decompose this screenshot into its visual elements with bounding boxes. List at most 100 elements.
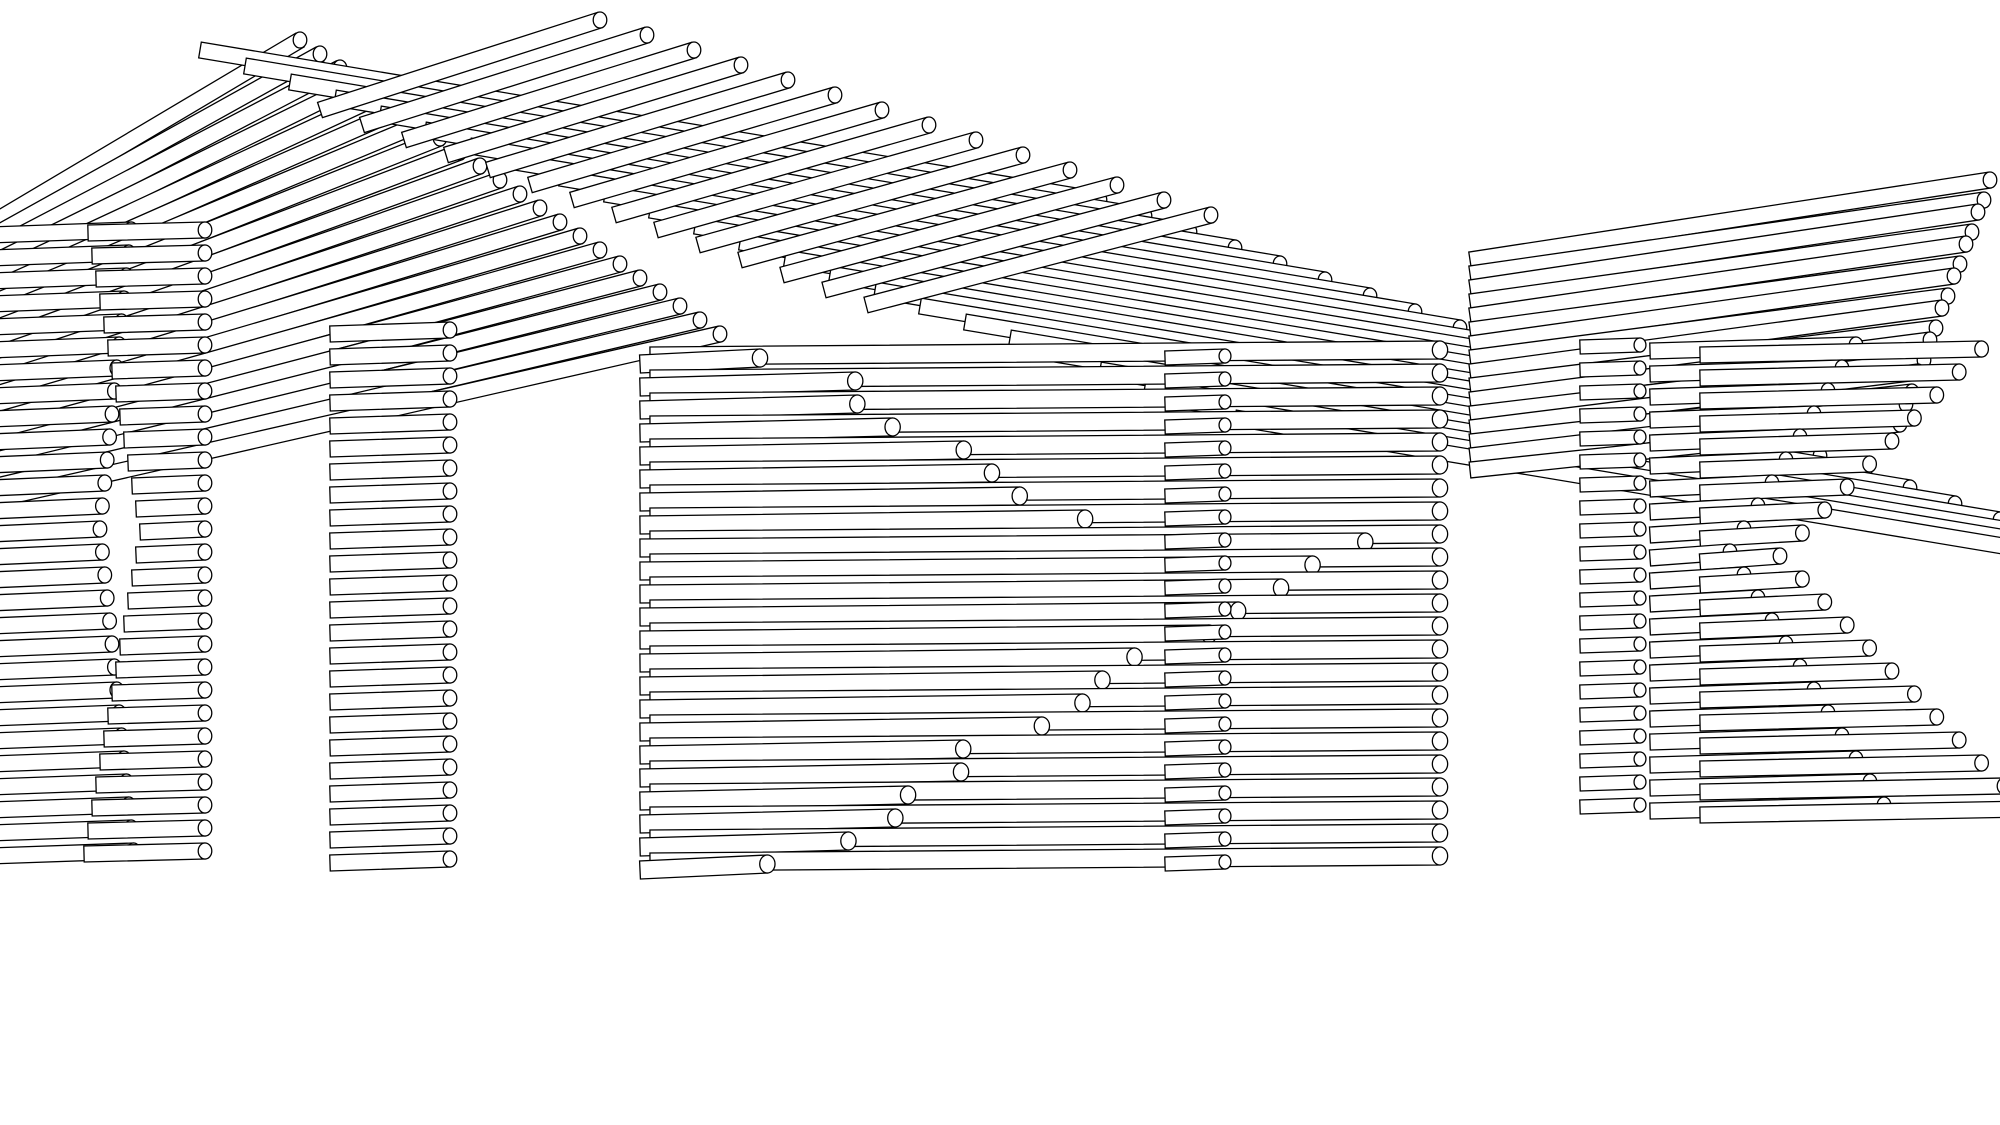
- central-wall-stub: [1164, 348, 1232, 366]
- central-wall-stub: [1164, 693, 1232, 711]
- column-log: [329, 344, 458, 366]
- left-wall-log: [87, 221, 213, 242]
- column-log: [329, 321, 458, 343]
- central-wall-log: [649, 846, 1449, 872]
- left-wall-log: [0, 589, 115, 612]
- left-wall-log: [103, 727, 213, 748]
- central-wall-stub: [1164, 394, 1232, 412]
- right-wall-log: [1699, 363, 1967, 387]
- right-wall-log: [1579, 475, 1647, 493]
- roof-log-left: [0, 241, 608, 429]
- left-wall-log: [0, 543, 110, 566]
- left-wall-log: [103, 313, 213, 334]
- right-wall-log: [1699, 662, 1900, 686]
- right-wall-log: [1699, 731, 1967, 755]
- left-wall-log: [0, 566, 113, 589]
- roof-log-cross: [737, 161, 1078, 269]
- left-wall-log: [111, 681, 213, 702]
- left-wall-log: [127, 451, 213, 472]
- column-log: [329, 666, 458, 688]
- roof-log-left: [0, 31, 308, 229]
- central-wall-stub: [1164, 463, 1232, 481]
- column-log: [329, 850, 458, 872]
- central-wall-stub: [1164, 831, 1232, 849]
- roof-log-right-wing: [1468, 299, 1950, 381]
- roof-log-cross: [316, 11, 608, 119]
- column-log: [329, 413, 458, 435]
- central-wall-stub: [1164, 440, 1232, 458]
- column-log: [329, 758, 458, 780]
- column-log: [329, 827, 458, 849]
- right-wall-log: [1698, 478, 1855, 502]
- right-wall-log: [1579, 682, 1647, 700]
- roof-log-cross: [695, 146, 1031, 254]
- right-wall-log: [1579, 498, 1647, 516]
- roof-log-cross: [484, 71, 796, 179]
- left-wall-log: [130, 474, 213, 495]
- left-wall-log: [138, 520, 213, 541]
- column-log: [329, 643, 458, 665]
- right-wall-log: [1579, 705, 1647, 723]
- left-wall-log: [123, 612, 213, 633]
- roof-log-right-wing: [1468, 235, 1974, 325]
- left-wall-log: [0, 428, 118, 451]
- column-log: [329, 505, 458, 527]
- left-wall-log: [123, 428, 213, 449]
- right-wall-log: [1579, 337, 1647, 355]
- roof-log-right-wing: [1468, 203, 1986, 297]
- roof-log-cross: [821, 191, 1172, 299]
- right-wall-log: [1699, 777, 2000, 801]
- left-wall-log: [83, 842, 213, 863]
- right-wall-log: [1698, 547, 1788, 571]
- left-wall-log: [0, 405, 120, 428]
- column-log: [329, 528, 458, 550]
- roof-log-cross: [526, 86, 843, 194]
- column-log: [329, 436, 458, 458]
- left-wall-log: [99, 750, 213, 771]
- right-wall-log: [1579, 613, 1647, 631]
- left-wall-log: [0, 681, 125, 704]
- column-log: [329, 574, 458, 596]
- right-wall-log: [1579, 728, 1647, 746]
- roof-log-cross: [358, 26, 655, 134]
- right-wall-log: [1699, 455, 1878, 479]
- roof-log-cross: [653, 131, 984, 239]
- central-wall-log: [639, 785, 917, 811]
- right-wall-log: [1698, 501, 1833, 525]
- roof-log-cross: [779, 176, 1125, 284]
- roof-log-cross: [863, 206, 1219, 314]
- central-wall-stub: [1164, 647, 1232, 665]
- column-log: [329, 620, 458, 642]
- left-wall-log: [111, 359, 213, 380]
- wall-logs: [0, 221, 2000, 880]
- central-wall-stub: [1164, 716, 1232, 734]
- central-wall-stub: [1164, 785, 1232, 803]
- central-wall-stub: [1164, 624, 1232, 642]
- right-wall-log: [1579, 636, 1647, 654]
- left-wall-log: [134, 497, 213, 518]
- right-wall-log: [1699, 800, 2000, 824]
- central-wall-stub: [1164, 578, 1232, 596]
- central-wall-log: [638, 854, 776, 880]
- column-log: [329, 735, 458, 757]
- right-wall-log: [1699, 639, 1878, 663]
- left-wall-log: [0, 520, 108, 543]
- roof-log-left: [0, 45, 328, 242]
- column-log: [329, 367, 458, 389]
- left-wall-log: [0, 612, 118, 635]
- right-wall-log: [1579, 406, 1647, 424]
- left-wall-log: [0, 474, 113, 497]
- column-log: [329, 781, 458, 803]
- central-wall-log: [639, 808, 904, 834]
- left-wall-log: [91, 796, 213, 817]
- roof-log-cross: [568, 101, 890, 209]
- right-wall-log: [1699, 754, 1990, 778]
- right-wall-log: [1698, 616, 1855, 640]
- left-wall-log: [130, 566, 213, 587]
- central-wall-stub: [1164, 509, 1232, 527]
- left-wall-log: [91, 244, 213, 265]
- right-wall-log: [1579, 544, 1647, 562]
- column-log: [329, 390, 458, 412]
- right-wall-log: [1699, 386, 1945, 410]
